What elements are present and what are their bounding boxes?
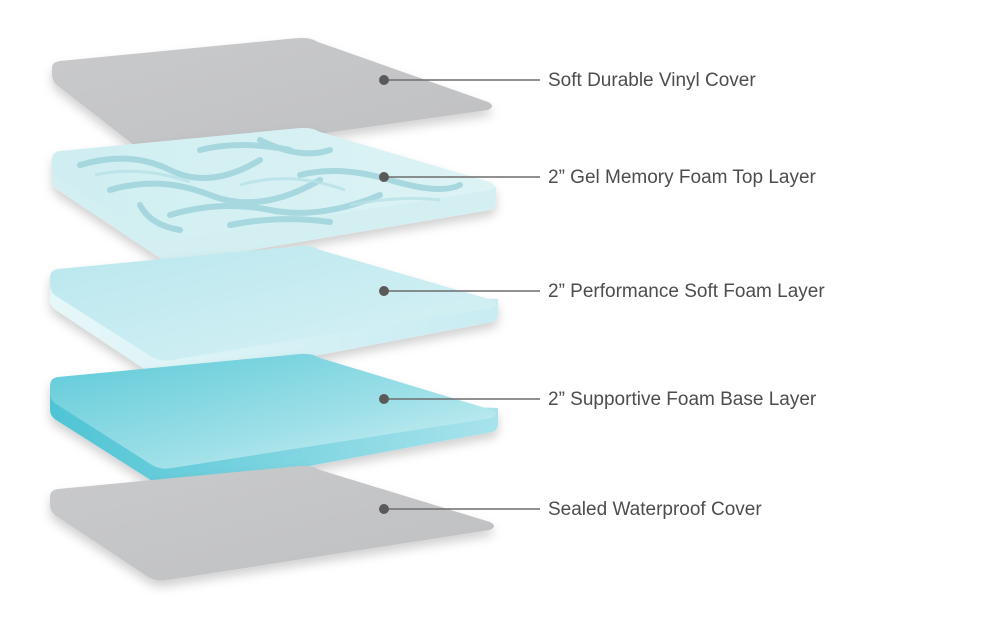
layer-waterproof-cover xyxy=(50,465,494,581)
gel-swirl-pattern xyxy=(77,137,463,233)
label-waterproof-cover: Sealed Waterproof Cover xyxy=(548,499,762,520)
callout-waterproof-cover: Sealed Waterproof Cover xyxy=(379,499,762,520)
layer-supportive-foam-base xyxy=(50,353,498,491)
label-supportive-foam-base: 2” Supportive Foam Base Layer xyxy=(548,389,817,410)
label-gel-memory-foam: 2” Gel Memory Foam Top Layer xyxy=(548,167,817,188)
label-vinyl-cover: Soft Durable Vinyl Cover xyxy=(548,70,756,91)
callout-performance-soft-foam: 2” Performance Soft Foam Layer xyxy=(379,281,825,302)
callout-dot xyxy=(379,172,389,182)
layer-gel-memory-foam xyxy=(52,127,496,263)
callout-dot xyxy=(379,75,389,85)
callout-dot xyxy=(379,504,389,514)
callout-dot xyxy=(379,286,389,296)
layer-performance-soft-foam xyxy=(50,245,498,383)
callout-supportive-foam-base: 2” Supportive Foam Base Layer xyxy=(379,389,817,410)
label-performance-soft-foam: 2” Performance Soft Foam Layer xyxy=(548,281,825,302)
callout-dot xyxy=(379,394,389,404)
layer-vinyl-cover xyxy=(52,37,492,157)
callout-gel-memory-foam: 2” Gel Memory Foam Top Layer xyxy=(379,167,817,188)
callout-vinyl-cover: Soft Durable Vinyl Cover xyxy=(379,70,756,91)
